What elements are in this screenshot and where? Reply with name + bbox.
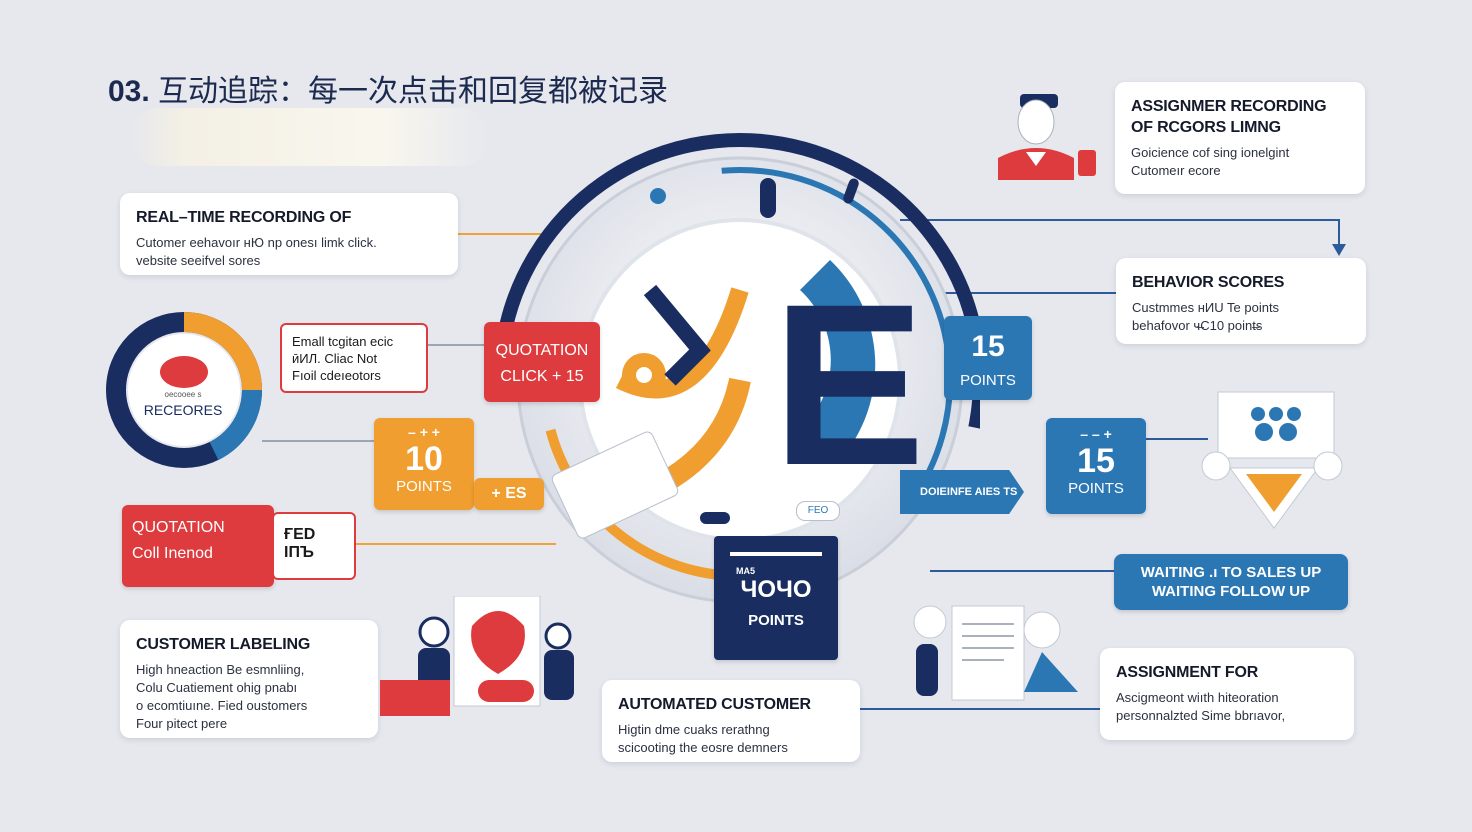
card-labeling-line4: Four pitect pere [136, 716, 228, 731]
tile-navy-bar [730, 552, 822, 556]
connector-quotation [356, 543, 556, 545]
card-assignmer-line2: Cutomeır ecore [1131, 163, 1221, 178]
tile-email-line2: ӣИЛ. Cliac Not [292, 351, 378, 366]
tile-fifteen-upper-unit: POINTS [960, 372, 1016, 389]
tile-navy-unit: POINTS [748, 612, 804, 629]
tile-fifteen-lower-top: – – + [1080, 426, 1112, 442]
tile-waiting-line1: WAITING .ı TO SALES UP [1140, 564, 1322, 581]
tile-navy-value: ЧОЧО [740, 576, 812, 603]
card-assignmer-line1: Goicience cof sing ionelgint [1131, 145, 1290, 160]
title-brush-decoration [130, 108, 490, 166]
title-prefix: 03. [108, 75, 150, 108]
card-realtime-recording: REAL–TIME RECORDING OF Cutomer eehavoır … [120, 193, 458, 275]
tile-navy-tag: MA5 [736, 566, 756, 576]
card-automated-customer: AUTOMATED CUSTOMER Higtin dme cuaks rera… [602, 680, 860, 762]
dial-ribbon: DOIEINFE AIES TS [900, 470, 1024, 514]
card-realtime-line2: vebsite seeifvel sores [136, 253, 261, 268]
tile-quotation-bottom-line1: QUOTATION [132, 519, 225, 536]
records-donut [106, 312, 262, 468]
team-shield-icon [1201, 391, 1343, 529]
tile-quotation-click-line2: CLICK + 15 [500, 368, 584, 385]
tile-navy-points: MA5 ЧОЧО POINTS [714, 536, 838, 660]
tile-fifteen-upper-value: 15 [971, 330, 1005, 363]
card-labeling-line2: Colu Cuatiement ohig pnabı [136, 680, 298, 695]
donut-label: RECEORES [143, 402, 223, 418]
tile-quotation-click-line1: QUOTATION [495, 342, 589, 359]
tile-fifteen-upper: 15 POINTS [944, 316, 1032, 400]
tile-email: Emall tcgitan ecic ӣИЛ. Cliac Not Fıoil … [280, 323, 428, 393]
tile-ten-top: – + + [408, 424, 440, 440]
connector-assignmer-drop [1338, 219, 1340, 249]
card-assignmer-recording: ASSIGNMER RECORDING OF RCGORS LIMNG Goic… [1115, 82, 1365, 194]
arrow-down-icon [1332, 244, 1346, 256]
tile-waiting-line2: WAITING FOLLOW UP [1151, 583, 1311, 600]
card-behavior-scores: BEHAVIOR SCORES Custmmes нИU Te points b… [1116, 258, 1366, 344]
card-automated-line1: Higtin dme cuaks rerathng [618, 722, 770, 737]
tile-fed: ҒЕD ІПЪ [272, 512, 356, 580]
connector-waiting [930, 570, 1116, 572]
connector-behavior [920, 292, 1116, 294]
tile-fed-line1: ҒЕD [284, 526, 316, 543]
connector-email [428, 344, 498, 346]
tile-quotation-bottom: QUOTATION Coll Inenod [122, 505, 274, 587]
card-realtime-heading: REAL–TIME RECORDING OF [136, 209, 352, 226]
tile-fifteen-lower: – – + 15 POINTS [1046, 418, 1146, 514]
card-labeling-line1: High hneaction Be esmnliing, [136, 662, 305, 677]
connector-realtime [458, 233, 558, 235]
card-behavior-line1: Custmmes нИU Te points [1132, 300, 1280, 315]
card-automated-line2: scicooting the eosre demners [618, 740, 788, 755]
tile-fifteen-lower-unit: POINTS [1068, 480, 1124, 497]
card-assignment-for-heading: ASSIGNMENT FOR [1116, 664, 1259, 681]
connector-assignment [860, 708, 1100, 710]
agent-person-icon [998, 94, 1096, 180]
tile-ten-unit: POINTS [396, 478, 452, 495]
tile-ten-value: 10 [405, 440, 443, 478]
tile-ten-points: – + + 10 POINTS [374, 418, 474, 510]
card-assignment-for-line1: Ascigmeont wiıth hiteoration [1116, 690, 1279, 705]
tile-fifteen-lower-value: 15 [1077, 442, 1115, 480]
card-automated-heading: AUTOMATED CUSTOMER [618, 696, 811, 713]
tile-fed-line2: ІПЪ [284, 544, 314, 561]
assignment-people-icon [913, 605, 1078, 701]
card-behavior-line2: behafovor ч̶С10 point̶s [1132, 318, 1263, 333]
card-behavior-heading: BEHAVIOR SCORES [1132, 274, 1285, 291]
dial-small-tag: FEO [796, 501, 840, 521]
tile-quotation-bottom-line2: Coll Inenod [132, 545, 213, 562]
tile-plus-es: + ES [474, 478, 544, 510]
connector-assignmer [900, 219, 1340, 221]
card-realtime-line1: Cutomer eehavoır нЮ np onesı limk click. [136, 235, 377, 250]
tile-waiting: WAITING .ı TO SALES UP WAITING FOLLOW UP [1114, 554, 1348, 610]
card-labeling-line3: o ecomtiuıne. Fied oustomers [136, 698, 308, 713]
page-title: 03. 互动追踪：每一次点击和回复都被记录 [108, 66, 668, 110]
tile-quotation-click: QUOTATION CLICK + 15 [484, 322, 600, 402]
dial-letter: E [772, 256, 926, 513]
labeling-people-icon [380, 596, 574, 716]
tile-email-line3: Fıoil cdeıeotors [292, 368, 381, 383]
card-customer-labeling: CUSTOMER LABELING High hneaction Be esmn… [120, 620, 378, 738]
donut-sublabel: oecooee s [164, 390, 202, 399]
connector-fifteen [1146, 438, 1208, 440]
tile-email-line1: Emall tcgitan ecic [292, 334, 394, 349]
card-assignment-for-line2: personnalzted Sime bbrıavor, [1116, 708, 1286, 723]
card-assignmer-heading1: ASSIGNMER RECORDING [1131, 98, 1327, 115]
title-text: 互动追踪：每一次点击和回复都被记录 [158, 75, 669, 108]
card-assignmer-heading2: OF RCGORS LIMNG [1131, 119, 1281, 136]
card-assignment-for: ASSIGNMENT FOR Ascigmeont wiıth hiteorat… [1100, 648, 1354, 740]
card-labeling-heading: CUSTOMER LABELING [136, 636, 311, 653]
connector-donut [262, 440, 374, 442]
